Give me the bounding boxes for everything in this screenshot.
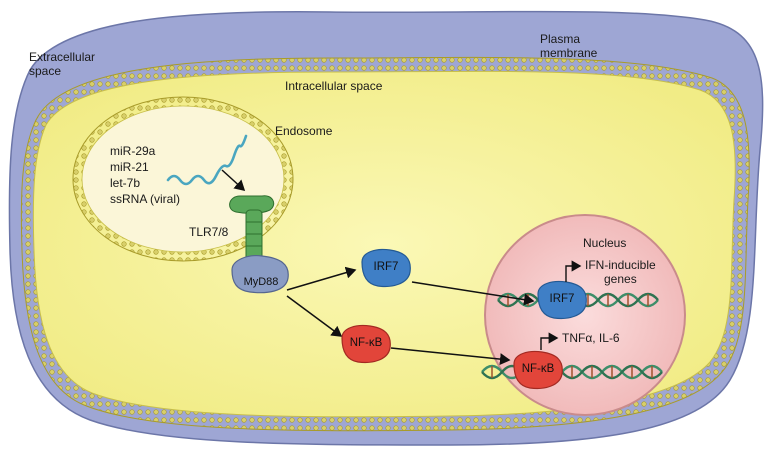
endosome-label: Endosome [275,124,333,138]
ligand-item: ssRNA (viral) [110,192,181,206]
myd88-label: MyD88 [243,276,279,288]
ligand-item: let-7b [110,176,141,190]
plasma-membrane-label: Plasma membrane [540,32,598,60]
irf7-nuclear-node [537,280,587,320]
nfkb-transcription-arrow [540,332,559,350]
ifn-genes-label: IFN-inducible genes [585,258,656,286]
ligand-item: miR-21 [110,160,149,174]
irf7-node [361,248,411,288]
nucleus-label: Nucleus [583,236,627,250]
ligand-item: miR-29a [110,144,156,158]
rna-strand [166,134,248,186]
irf7-label: IRF7 [373,261,399,273]
irf7-transcription-arrow [565,260,582,282]
myd88-to-nfkb-arrow [286,295,343,337]
nfkb-nuclear-node [513,350,563,390]
nfkb-translocation-arrow [390,347,511,366]
myd88-node [231,255,289,294]
nfkb-node [341,324,391,364]
nfkb-nuclear-label: NF-κB [521,363,555,375]
myd88-to-irf7-arrow [286,266,357,291]
tnf-il6-label: TNFα, IL-6 [562,331,620,345]
intracellular-label: Intracellular space [285,79,383,93]
ligand-list: miR-29a miR-21 let-7b ssRNA (viral) [110,143,180,207]
rna-to-receptor-arrow [221,169,246,192]
endosome-lumen [81,105,285,253]
dna-helix-lower [481,364,663,380]
extracellular-label: Extracellular space [29,50,96,78]
irf7-nuclear-label: IRF7 [549,293,575,305]
nfkb-label: NF-κB [349,337,383,349]
receptor-label: TLR7/8 [189,225,229,239]
irf7-translocation-arrow [411,281,535,306]
tlr-receptor [229,195,275,265]
